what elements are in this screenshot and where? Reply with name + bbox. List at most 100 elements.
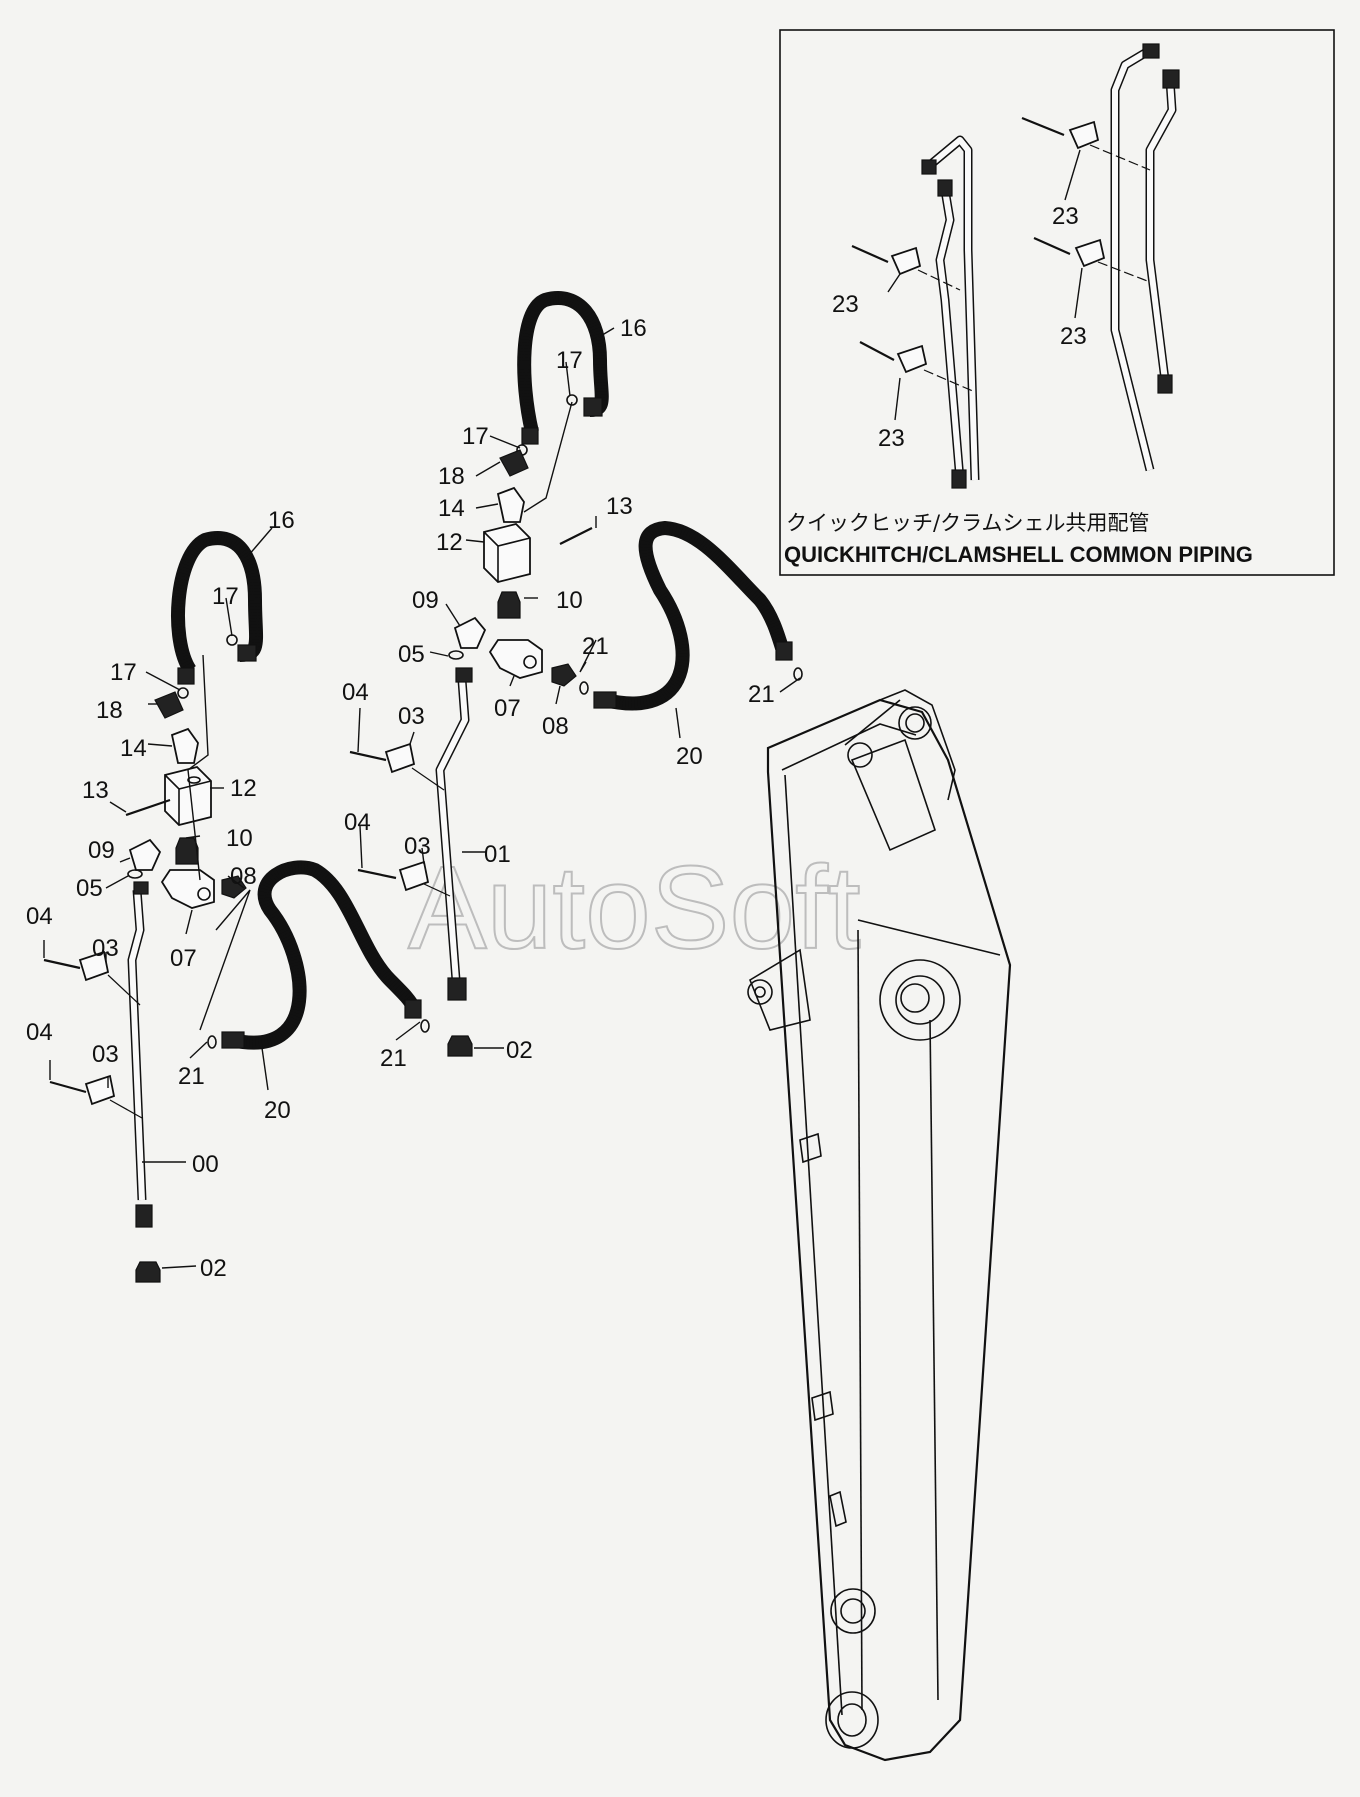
label-07: 07	[494, 695, 521, 722]
label-04: 04	[344, 809, 371, 836]
center-piping-assembly: 16 17 17 18 14 13 12 09 10 05 21 07 08 2…	[342, 291, 803, 1064]
clamp-03	[384, 742, 416, 774]
elbow-09	[453, 616, 487, 649]
label-13: 13	[606, 493, 633, 520]
label-10: 10	[556, 587, 583, 614]
label-17: 17	[462, 423, 489, 450]
elbow-14	[496, 486, 525, 523]
boom-pin-hole	[847, 742, 873, 768]
label-04: 04	[26, 1019, 53, 1046]
arm-lower-boss	[830, 1588, 876, 1634]
o-ring-05	[448, 650, 464, 660]
bolt-13	[559, 527, 593, 545]
arm-end-boss	[825, 1691, 879, 1749]
label-18: 18	[96, 697, 123, 724]
inset-fitting	[951, 469, 967, 489]
fitting	[455, 667, 473, 683]
boom-pin-hole	[898, 706, 932, 740]
label-05: 05	[398, 641, 425, 668]
label-10: 10	[226, 825, 253, 852]
left-piping-assembly: 16 17 17 18 14 13 12 10 09 05 08 07 04 0…	[26, 507, 430, 1283]
label-08: 08	[230, 863, 257, 890]
nipple-10	[497, 591, 521, 619]
elbow-09	[128, 838, 162, 871]
bolt-04	[49, 1080, 87, 1094]
inset-clamp	[859, 341, 976, 393]
inset-clamp	[1021, 116, 1151, 171]
label-07: 07	[170, 945, 197, 972]
label-00: 00	[192, 1151, 219, 1178]
label-01: 01	[484, 841, 511, 868]
label-04: 04	[26, 903, 53, 930]
inset-label: 23	[1060, 323, 1087, 350]
label-16: 16	[268, 507, 295, 534]
bolt-04	[357, 868, 397, 880]
fitting	[177, 667, 195, 685]
label-16: 16	[620, 315, 647, 342]
label-13: 13	[82, 777, 109, 804]
fitting	[593, 691, 617, 709]
label-17: 17	[556, 347, 583, 374]
arm-bracket	[799, 1132, 822, 1164]
o-ring-21	[207, 1035, 217, 1049]
label-08: 08	[542, 713, 569, 740]
label-21: 21	[380, 1045, 407, 1072]
label-21: 21	[178, 1063, 205, 1090]
label-02: 02	[200, 1255, 227, 1282]
o-ring	[566, 394, 578, 406]
fitting	[133, 881, 149, 895]
inset-clamp	[1033, 236, 1151, 283]
arm-bracket	[829, 1490, 847, 1528]
block-12	[483, 523, 531, 583]
connector-08	[551, 663, 577, 687]
fitting	[583, 397, 603, 417]
inset-fitting	[937, 179, 953, 197]
label-03: 03	[92, 935, 119, 962]
clamp-03	[78, 950, 110, 982]
inset-frame	[779, 29, 1335, 576]
elbow-14	[170, 727, 199, 764]
o-ring-21	[793, 667, 803, 681]
label-02: 02	[506, 1037, 533, 1064]
o-ring	[177, 687, 189, 699]
label-03: 03	[398, 703, 425, 730]
inset-clamp	[851, 244, 961, 291]
inset-caption-japanese: クイックヒッチ/クラムシェル共用配管	[786, 511, 1149, 535]
label-21: 21	[748, 681, 775, 708]
inset-caption-english: QUICKHITCH/CLAMSHELL COMMON PIPING	[784, 542, 1253, 567]
label-04: 04	[342, 679, 369, 706]
inset-fitting	[1142, 43, 1160, 59]
label-14: 14	[120, 735, 147, 762]
connector-08	[221, 875, 247, 899]
label-14: 14	[438, 495, 465, 522]
cap-02	[447, 1035, 473, 1057]
inset-label: 23	[878, 425, 905, 452]
label-03: 03	[92, 1041, 119, 1068]
label-05: 05	[76, 875, 103, 902]
label-17: 17	[212, 583, 239, 610]
inset-fitting	[1157, 374, 1173, 394]
inset-label: 23	[832, 291, 859, 318]
fitting	[521, 427, 539, 445]
hose-20-left	[230, 861, 420, 1048]
fitting	[221, 1031, 245, 1049]
fitting	[404, 999, 422, 1019]
inset-quickhitch-piping: 23 23 23 23 クイックヒッチ/クラムシェル共用配管 QUICKHITC…	[779, 29, 1335, 576]
fitting	[237, 644, 257, 662]
inset-label: 23	[1052, 203, 1079, 230]
adapter-18	[154, 691, 184, 719]
label-21: 21	[582, 633, 609, 660]
label-09: 09	[88, 837, 115, 864]
label-20: 20	[264, 1097, 291, 1124]
label-03: 03	[404, 833, 431, 860]
clamp-03	[84, 1074, 116, 1106]
hose-16-left	[172, 532, 262, 674]
label-17: 17	[110, 659, 137, 686]
hose-16-center	[518, 292, 608, 434]
fitting	[447, 977, 467, 1001]
adapter-18	[499, 449, 529, 477]
bolt-13	[125, 798, 171, 817]
inset-fitting	[1162, 69, 1180, 89]
watermark: AutoSoft	[408, 842, 861, 974]
